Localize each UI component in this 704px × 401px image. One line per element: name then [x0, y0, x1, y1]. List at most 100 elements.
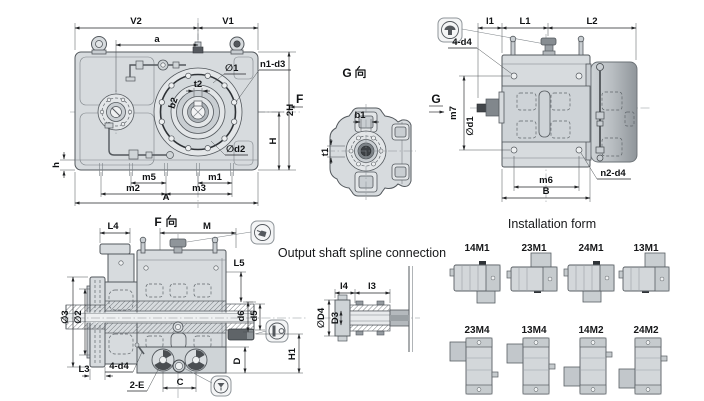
- dim-d6: d6: [236, 310, 247, 321]
- dim-H1: H1: [287, 347, 298, 360]
- dim-n2-d4: n2-d4: [600, 168, 626, 179]
- g-direction-view: G b1 t1: [320, 65, 416, 200]
- oil-fill-icon: [250, 220, 275, 245]
- g-view-title-cjk-xiang: [355, 65, 366, 79]
- dim-m1: m1: [208, 172, 222, 183]
- spline-dimensions: l4 l3 ∅D4 D3: [316, 281, 391, 337]
- f-view-vent-plug: [169, 238, 187, 254]
- drain-plug: [172, 359, 186, 373]
- install-variant-23M1: [506, 252, 558, 293]
- dim-L2: L2: [586, 16, 597, 27]
- dim-l1: l1: [486, 16, 495, 27]
- dim-n1-d3: n1-d3: [260, 59, 285, 70]
- dim-m7: m7: [448, 106, 459, 120]
- output-flange: [153, 67, 243, 157]
- dim-phi3: ∅3: [60, 310, 71, 323]
- fan-right: [184, 348, 208, 372]
- dim-a: a: [154, 34, 160, 45]
- dim-C: C: [177, 377, 184, 388]
- dim-4-d4: 4-d4: [452, 37, 472, 48]
- dim-v1: V1: [222, 16, 234, 27]
- input-end-cover: [97, 90, 135, 134]
- breather-plug-icon: [437, 17, 463, 43]
- hollow-output-shaft: [60, 300, 262, 334]
- dim-4-d4-f: 4-d4: [109, 361, 129, 372]
- dim-A: A: [163, 192, 170, 203]
- foot-hole-ticks: [99, 163, 234, 176]
- install-label-23M1: 23M1: [521, 243, 546, 254]
- front-view-dimensions: V2 V1 a t2 b2 ∅1 n1-d3 ∅d2 2H H F: [51, 16, 303, 206]
- install-label-23M4: 23M4: [464, 325, 489, 336]
- dim-b1: b1: [354, 110, 366, 121]
- oil-drain-icon: [210, 375, 232, 397]
- dim-phi-D4: ∅D4: [316, 307, 327, 328]
- dim-t1: t1: [320, 147, 331, 156]
- dim-D3: D3: [330, 312, 341, 324]
- installation-title: Installation form: [508, 217, 596, 231]
- install-variant-13M1: [618, 252, 670, 293]
- top-studs: [509, 35, 585, 56]
- input-shaft: [476, 91, 505, 124]
- dim-D: D: [232, 357, 243, 364]
- flange-holes: [510, 72, 583, 154]
- f-view-title-letter: F: [154, 215, 161, 229]
- breather-plug: [540, 37, 557, 56]
- dim-2-E: 2-E: [130, 380, 145, 391]
- dipstick-plug: [192, 41, 204, 54]
- dim-L1: L1: [519, 16, 531, 27]
- install-label-24M2: 24M2: [633, 325, 658, 336]
- front-view: V2 V1 a t2 b2 ∅1 n1-d3 ∅d2 2H H F: [51, 16, 303, 208]
- dim-m2: m2: [126, 183, 140, 194]
- g-view-bolt-holes: [348, 135, 384, 167]
- install-label-24M1: 24M1: [578, 243, 603, 254]
- oil-piping: [104, 59, 186, 160]
- corner-screw: [134, 342, 145, 355]
- install-variant-23M4: [449, 337, 499, 395]
- dim-2h: 2H: [285, 104, 296, 116]
- bolt-holes: [158, 72, 238, 152]
- view-arrow-f-letter: F: [296, 92, 303, 106]
- dim-h-cap: H: [268, 137, 279, 144]
- f-view-dimensions: L4 M L5 ∅3 ∅2 d6 d5 L3 4-d4 2-E: [60, 221, 303, 392]
- lifting-eye-right: [229, 36, 245, 55]
- f-view-title-cjk-xiang: [166, 214, 177, 228]
- oil-level-icon: [265, 319, 289, 343]
- side-view-dimensions: l1 L1 L2 4-d4 G m7 ∅d1 m6 B n2-d4: [429, 16, 637, 202]
- dim-M: M: [203, 221, 211, 232]
- dim-d5: d5: [249, 310, 260, 322]
- dim-b2: b2: [167, 96, 181, 110]
- dim-phi2: ∅2: [73, 310, 84, 323]
- dim-l4: l4: [340, 281, 349, 292]
- dim-m3: m3: [192, 183, 206, 194]
- install-label-14M2: 14M2: [578, 325, 603, 336]
- g-view-title-letter: G: [342, 66, 351, 80]
- install-variant-13M4: [506, 337, 556, 395]
- install-label-14M1: 14M1: [464, 243, 489, 254]
- oil-level-plug: [227, 328, 255, 341]
- dim-B: B: [543, 186, 550, 197]
- spline-shaft: [334, 294, 410, 342]
- install-variant-24M1: [563, 261, 615, 303]
- dim-m6: m6: [539, 175, 553, 186]
- fan-left: [151, 348, 175, 372]
- side-view: l1 L1 L2 4-d4 G m7 ∅d1 m6 B n2-d4: [429, 16, 652, 203]
- dim-L5: L5: [233, 258, 245, 269]
- dim-L3: L3: [78, 364, 89, 375]
- dim-phi1: ∅1: [225, 63, 239, 74]
- install-variant-14M2: [563, 337, 613, 395]
- dim-phi-d1: ∅d1: [465, 116, 476, 136]
- spline-section-title: Output shaft spline connection: [278, 246, 446, 260]
- output-side-cylinder: [590, 61, 638, 163]
- dim-v2: V2: [130, 16, 142, 27]
- view-arrow-g-letter: G: [431, 92, 440, 106]
- dim-L4: L4: [107, 221, 119, 232]
- install-variant-14M1: [449, 261, 501, 304]
- installation-forms: Installation form 14M1 23M1 24M1 13M1: [449, 217, 670, 395]
- dim-phi-d2: ∅d2: [226, 144, 245, 155]
- dim-m5: m5: [142, 172, 156, 183]
- f-direction-view: F: [60, 214, 308, 398]
- dim-h: h: [51, 162, 62, 168]
- install-variant-24M2: [618, 337, 668, 395]
